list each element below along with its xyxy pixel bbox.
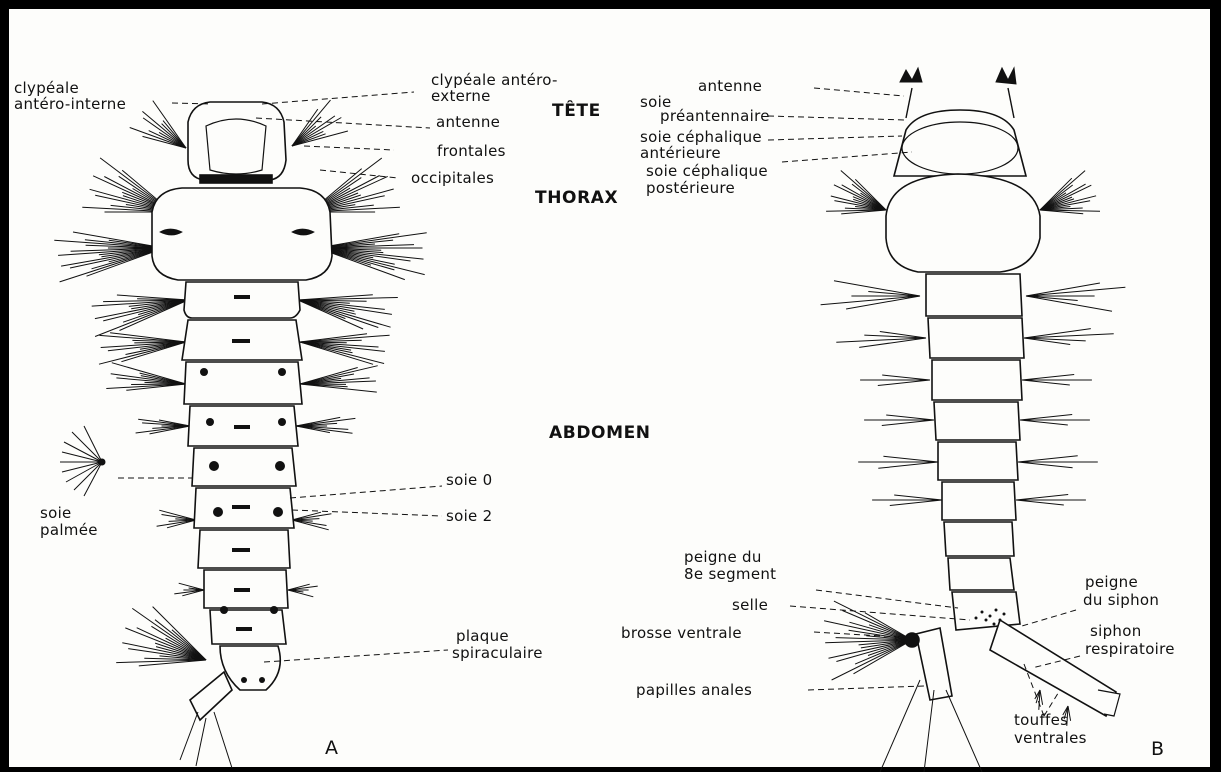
section-label-tete: TÊTE xyxy=(552,103,601,119)
soie-palmee-drawing xyxy=(60,426,105,496)
label-clypeale-externe-1: clypéale antéro- xyxy=(431,72,558,88)
label-antenne-a: antenne xyxy=(436,114,500,130)
label-siphon-1: siphon xyxy=(1090,623,1142,639)
label-touffes-2: ventrales xyxy=(1014,730,1087,746)
label-touffes-1: touffes xyxy=(1014,712,1068,728)
label-soie-palmee-2: palmée xyxy=(40,522,98,538)
larva-b-head xyxy=(894,110,1026,176)
label-plaque-2: spiraculaire xyxy=(452,645,543,661)
larva-b-thorax xyxy=(886,174,1040,272)
label-peigne-siphon-1: peigne xyxy=(1085,574,1138,590)
label-peigne-8e-1: peigne du xyxy=(684,549,762,565)
label-plaque-1: plaque xyxy=(456,628,509,644)
label-selle: selle xyxy=(732,597,768,613)
label-occipitales: occipitales xyxy=(411,170,494,186)
label-peigne-siphon-2: du siphon xyxy=(1083,592,1159,608)
figure-letter-a: A xyxy=(325,740,338,756)
label-peigne-8e-2: 8e segment xyxy=(684,566,776,582)
figure-letter-b: B xyxy=(1151,741,1164,757)
label-soie-palmee-1: soie xyxy=(40,505,72,521)
label-papilles-anales: papilles anales xyxy=(636,682,752,698)
label-brosse-ventrale: brosse ventrale xyxy=(621,625,742,641)
label-soie-preantennaire-2: préantennaire xyxy=(660,108,770,124)
label-clypeale-externe-2: externe xyxy=(431,88,491,104)
label-soie-cephalique-post-2: postérieure xyxy=(646,180,735,196)
label-soie-cephalique-ant-1: soie céphalique xyxy=(640,129,762,145)
label-soie-2: soie 2 xyxy=(446,508,493,524)
larva-a-head xyxy=(188,102,286,180)
label-soie-cephalique-ant-2: antérieure xyxy=(640,145,721,161)
label-soie-0: soie 0 xyxy=(446,472,493,488)
label-clypeale-interne-2: antéro-interne xyxy=(14,96,126,112)
section-label-thorax: THORAX xyxy=(535,190,618,206)
label-clypeale-interne-1: clypéale xyxy=(14,80,79,96)
larva-b-abdomen xyxy=(926,274,1024,630)
larva-a-body xyxy=(152,102,332,768)
label-antenne-b: antenne xyxy=(698,78,762,94)
label-siphon-2: respiratoire xyxy=(1085,641,1175,657)
label-frontales: frontales xyxy=(437,143,506,159)
label-soie-cephalique-post-1: soie céphalique xyxy=(646,163,768,179)
section-label-abdomen: ABDOMEN xyxy=(549,425,651,441)
